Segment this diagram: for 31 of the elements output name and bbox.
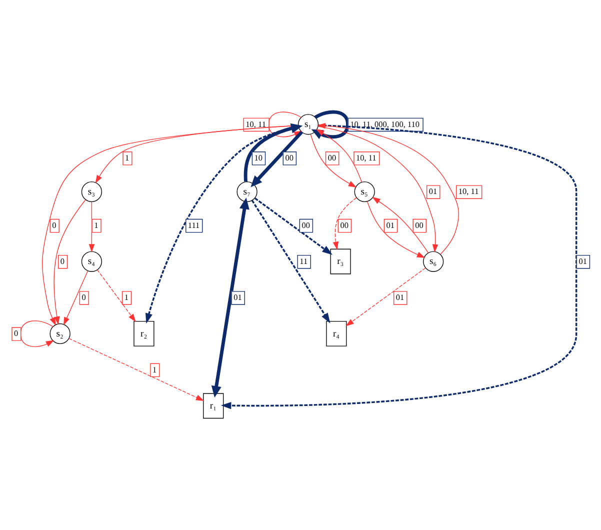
- arrow: [20, 320, 54, 347]
- arrow: [145, 126, 299, 324]
- arrow: [318, 126, 438, 253]
- node-circle: s₁: [298, 114, 319, 135]
- node-box: r₃: [330, 248, 351, 274]
- arrow: [251, 200, 330, 324]
- arrow: [317, 122, 460, 255]
- arrow: [96, 269, 136, 322]
- node-circle: s₄: [81, 251, 102, 272]
- arrow: [211, 198, 250, 398]
- arrow: [310, 134, 357, 188]
- arrow: [68, 338, 204, 401]
- arrow: [220, 124, 578, 410]
- arrow: [332, 197, 357, 250]
- node-circle: s₇: [236, 181, 258, 202]
- arrow: [95, 125, 299, 184]
- arrow: [54, 200, 86, 325]
- arrow: [42, 125, 299, 326]
- node-circle: s₅: [354, 181, 375, 202]
- node-circle: s₆: [423, 251, 444, 272]
- node-box: r₄: [326, 320, 347, 346]
- node-box: r₂: [134, 320, 154, 346]
- arrow: [311, 110, 350, 140]
- arrow: [346, 268, 426, 326]
- arrow: [316, 129, 362, 183]
- arrow: [88, 202, 95, 252]
- node-box: r₁: [203, 393, 224, 419]
- arrow: [254, 198, 332, 255]
- node-circle: s₃: [81, 181, 102, 202]
- node-circle: s₂: [50, 323, 70, 344]
- arrow: [372, 196, 429, 254]
